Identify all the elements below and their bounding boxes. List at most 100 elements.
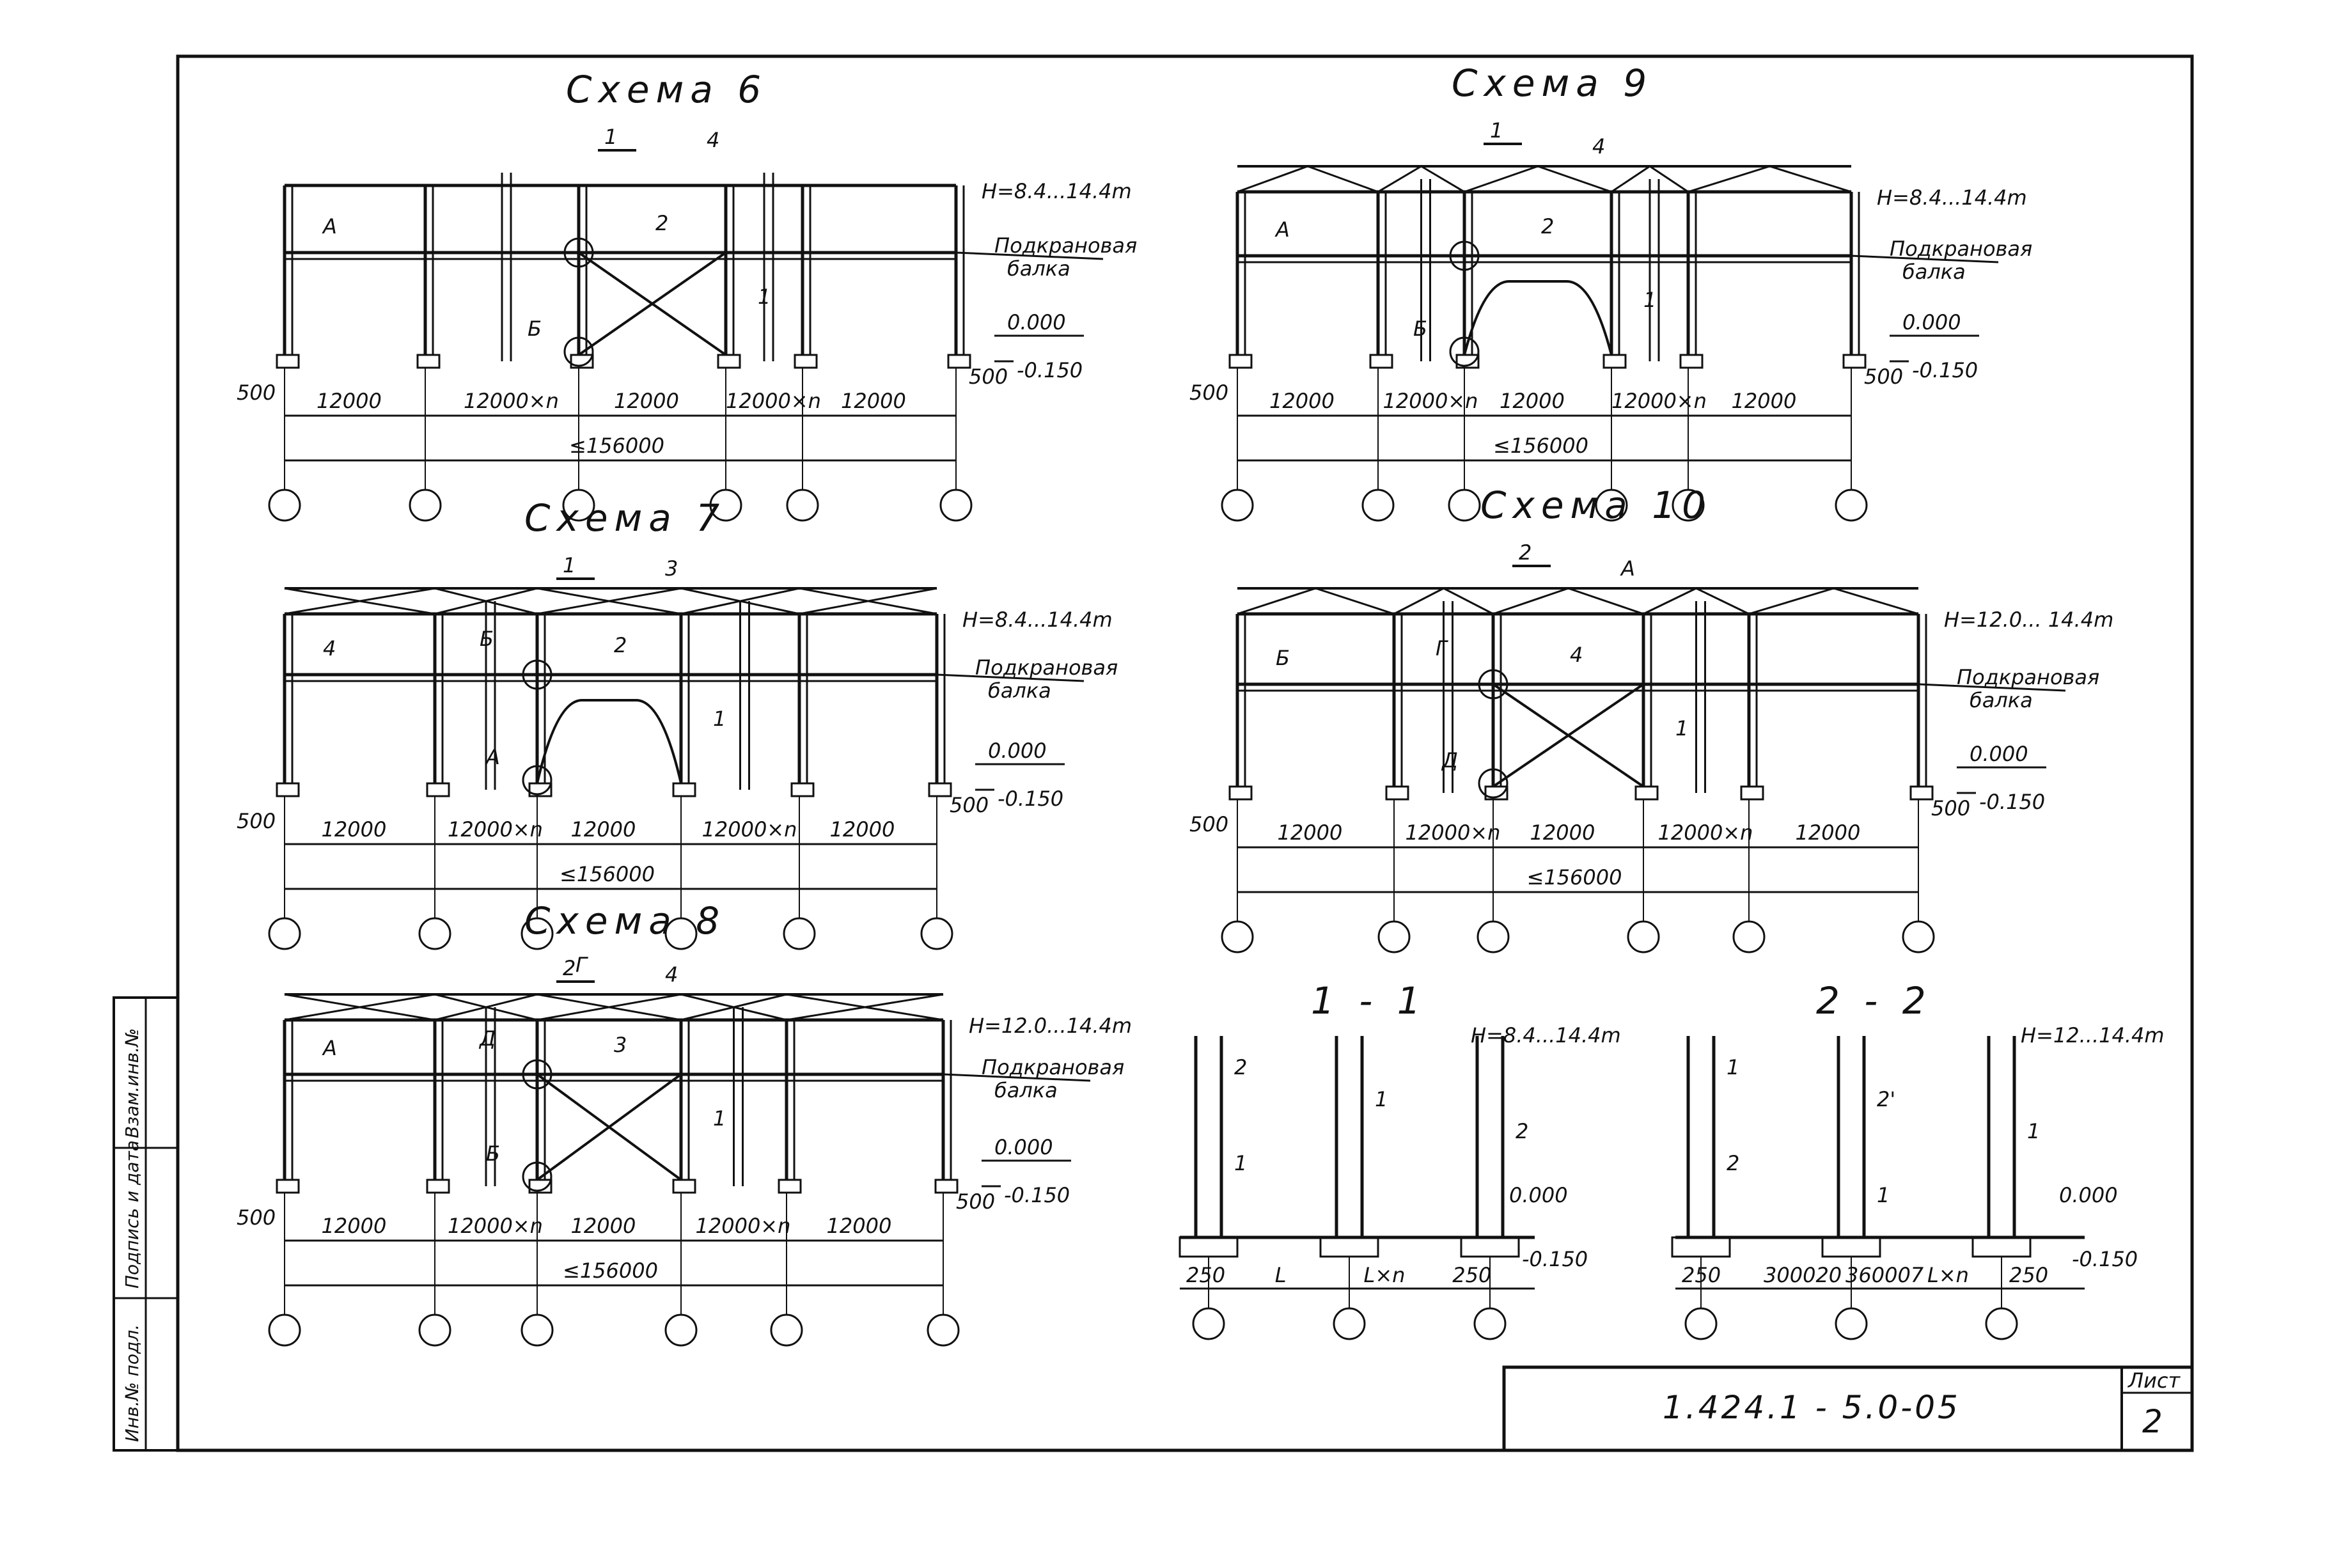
level-top: 0.000 <box>1007 310 1066 334</box>
truss-web <box>1307 165 1379 193</box>
node-circle-A <box>1478 768 1508 799</box>
leader-line <box>1918 683 2066 692</box>
scheme-title: Схема 10 <box>1480 483 1712 527</box>
span-dim: 12000 <box>1530 820 1595 845</box>
span-dim: 12000 <box>841 389 906 413</box>
level-bottom: -0.150 <box>1979 790 2045 814</box>
member-marker: 1 <box>1727 1055 1739 1079</box>
column-base <box>1455 354 1480 369</box>
truss-web <box>1237 165 1308 193</box>
column-base <box>1909 785 1934 801</box>
truss-web <box>537 993 682 1021</box>
column-base <box>1602 354 1627 369</box>
level-top: 0.000 <box>2059 1183 2118 1207</box>
span-dim: 12000 <box>827 1214 892 1238</box>
scheme-8: Схема 8H=12.0...14.4mПодкрановаябалка0.0… <box>237 899 1132 1347</box>
axis-bubble <box>1835 489 1868 522</box>
member-marker: 1 <box>1643 288 1656 312</box>
member-marker: 2 <box>1234 1055 1247 1079</box>
member-marker: 3 <box>614 1033 627 1057</box>
axis-bubble <box>409 489 442 522</box>
span-dim: 12000 <box>571 817 636 842</box>
title-block: 1.424.1 - 5.0-05 Лист 2 <box>1502 1365 2194 1452</box>
column-base <box>947 354 971 369</box>
column-base <box>416 354 441 369</box>
drawing-code: 1.424.1 - 5.0-05 <box>1663 1389 1961 1426</box>
crane-beam-label: балка <box>1007 256 1070 281</box>
node-circle-B <box>522 1059 552 1090</box>
column-base <box>717 354 741 369</box>
member-marker: 4 <box>707 128 719 152</box>
total-dim: ≤156000 <box>563 1258 658 1283</box>
axis-bubble <box>927 1313 960 1347</box>
leader-line <box>1851 255 1999 263</box>
truss-web <box>1568 587 1644 615</box>
axis-bubble <box>783 917 816 950</box>
span-dim: 12000×n <box>464 389 559 413</box>
member-marker: 2 <box>655 211 668 235</box>
section-dim: L <box>1275 1263 1287 1287</box>
cut-label: 1 <box>1490 118 1503 143</box>
node-circle-B <box>1478 669 1508 700</box>
column-base <box>426 1179 450 1194</box>
scheme-title: Схема 7 <box>524 496 726 540</box>
edge-dim-left: 500 <box>1189 812 1228 836</box>
bracing <box>536 1073 682 1181</box>
section-dim: 250 <box>1452 1263 1491 1287</box>
truss-web <box>786 993 944 1021</box>
truss-web <box>1420 165 1465 193</box>
axis-bubble <box>418 917 451 950</box>
scheme-title: Схема 9 <box>1452 61 1653 105</box>
column-base <box>528 782 552 797</box>
axis-bubble <box>664 917 698 950</box>
section-dim: L×n <box>1927 1263 1969 1287</box>
column-base <box>1740 785 1764 801</box>
crane-beam-label: Подкрановая <box>994 233 1137 258</box>
member-marker: 1 <box>1375 1087 1388 1111</box>
member-marker: Б <box>528 317 542 341</box>
member-marker: 1 <box>2027 1119 2040 1143</box>
span-dim: 12000 <box>1278 820 1343 845</box>
truss-web <box>434 587 538 615</box>
crane-beam-label: балка <box>1970 688 2033 712</box>
truss-web <box>1315 587 1395 615</box>
member-marker: А <box>485 745 500 769</box>
section-dim: L×n <box>1364 1263 1406 1287</box>
sheet-number: 2 <box>2142 1403 2165 1440</box>
axis-bubble <box>939 489 973 522</box>
scheme-title: Схема 8 <box>524 899 726 943</box>
column-base <box>570 354 594 369</box>
axis-bubble <box>1672 489 1705 522</box>
axis-bubble <box>268 1313 301 1347</box>
span-dim: 12000 <box>1732 389 1797 413</box>
span-dim: 12000×n <box>726 389 821 413</box>
truss-web <box>1649 165 1689 193</box>
column-base <box>528 1179 552 1194</box>
height-range: H=8.4...14.4m <box>1877 185 2027 210</box>
crane-beam-label: Подкрановая <box>1890 237 2032 261</box>
level-bottom: -0.150 <box>2072 1247 2138 1271</box>
scheme-title: Схема 6 <box>566 68 767 111</box>
truss-web <box>1377 165 1422 193</box>
footing <box>1971 1236 2032 1258</box>
member-marker: 3 <box>665 556 678 581</box>
footing <box>1319 1236 1379 1258</box>
column-base <box>928 782 952 797</box>
height-range: H=8.4...14.4m <box>962 608 1113 632</box>
axis-bubble <box>1448 489 1481 522</box>
column-base <box>426 782 450 797</box>
height-range: H=8.4...14.4m <box>1471 1023 1621 1047</box>
span-dim: 12000 <box>614 389 679 413</box>
height-range: H=8.4...14.4m <box>982 179 1132 203</box>
member-marker: Д <box>478 1026 496 1051</box>
level-top: 0.000 <box>1970 742 2028 766</box>
section-dim: 250 <box>1682 1263 1721 1287</box>
member-marker: 1 <box>1675 716 1688 741</box>
portal-bracing <box>1463 280 1613 356</box>
node-circle-A <box>522 765 552 796</box>
member-marker: Б <box>486 1141 500 1166</box>
level-top: 0.000 <box>1509 1183 1568 1207</box>
column-base <box>1369 354 1393 369</box>
